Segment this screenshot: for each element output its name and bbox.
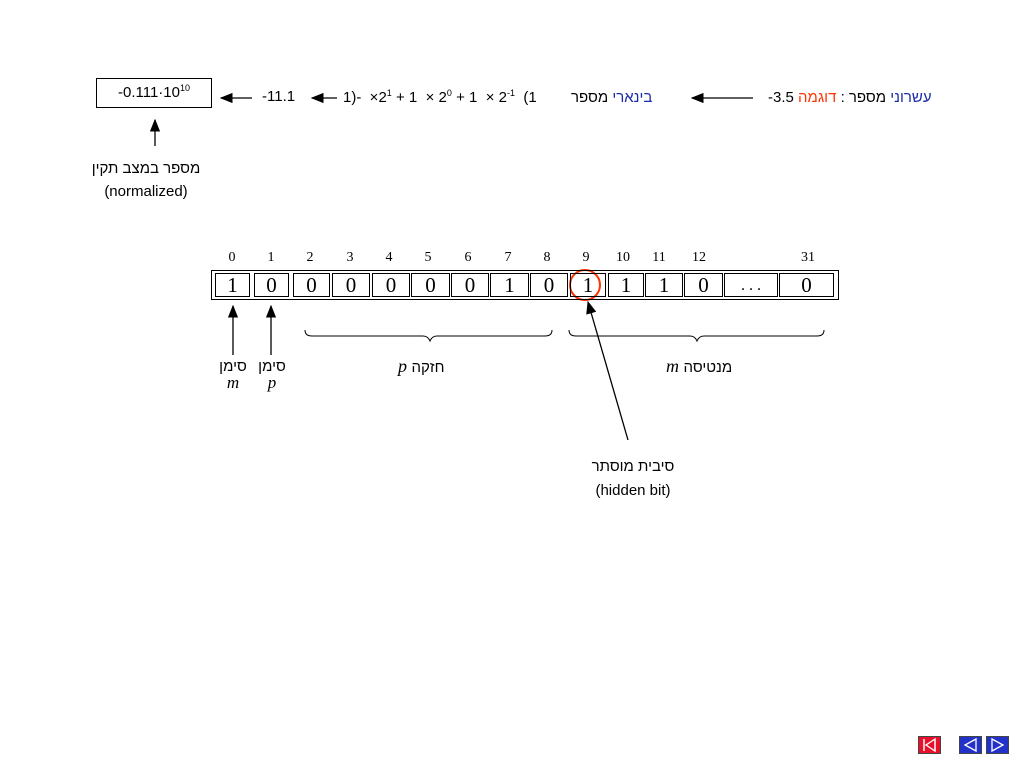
bit-cell-mantissa: 1 — [608, 273, 644, 297]
example-label: דוגמה — [798, 89, 837, 106]
bit-index: 31 — [801, 250, 815, 265]
label-exponent-he: חזקה — [411, 359, 445, 376]
hidden-bit-caption-en: (hidden bit) — [595, 482, 671, 499]
bit-cell-mantissa: 1 — [645, 273, 683, 297]
bit-index: 3 — [346, 250, 354, 265]
bit-cell-exponent: 1 — [490, 273, 529, 297]
label-sign-p-var: p — [267, 373, 277, 392]
bit-index: 10 — [616, 250, 630, 265]
bit-index: 6 — [464, 250, 472, 265]
bit-index: 5 — [424, 250, 432, 265]
expansion-exp3: 1 — [386, 88, 392, 98]
normalized-exp: 10 — [179, 83, 190, 93]
nav-next-button[interactable] — [986, 736, 1009, 754]
bit-cell-sign-m: 1 — [215, 273, 250, 297]
normalized-caption-en: (normalized) — [104, 183, 188, 200]
expansion-close: 1)- — [343, 89, 362, 106]
exponent-brace — [304, 329, 553, 343]
bit-cell-exponent: 0 — [411, 273, 450, 297]
mantissa-brace — [568, 329, 825, 343]
label-sign-p: סימן p — [254, 358, 290, 391]
expansion-exp2: 0 — [446, 88, 452, 98]
bit-cell-exponent: 0 — [372, 273, 410, 297]
label-mantissa: m מנטיסה — [666, 356, 732, 377]
expansion-term2: 2 — [438, 89, 447, 106]
decimal-value: -3.5 — [768, 89, 794, 106]
decimal-prefix: מספר — [848, 89, 887, 106]
binary-expansion: 1)- ×21 + 1 × 20 + 1 × 2-1 (1 — [343, 88, 537, 107]
bit-index: 8 — [543, 250, 551, 265]
label-mantissa-var: m — [666, 356, 679, 376]
binary-prefix: מספר — [571, 89, 609, 106]
bit-cell-exponent: 0 — [293, 273, 330, 297]
bit-index: 7 — [504, 250, 512, 265]
bit-index: 9 — [582, 250, 590, 265]
label-mantissa-he: מנטיסה — [683, 359, 733, 376]
normalized-box: -0.111·1010 — [96, 78, 212, 108]
prev-slide-icon — [963, 737, 977, 753]
label-sign-m-he: סימן — [219, 358, 247, 375]
nav-first-button[interactable] — [918, 736, 941, 754]
bit-register: 1 0 0 0 0 0 0 1 0 1 1 1 0 . . . 0 — [211, 270, 839, 300]
bit-index: 12 — [692, 250, 706, 265]
nav-prev-button[interactable] — [959, 736, 982, 754]
bit-index: 1 — [267, 250, 275, 265]
expansion-term3: 2 — [378, 89, 387, 106]
label-sign-p-he: סימן — [258, 358, 286, 375]
normalized-mantissa: -0.111·10 — [117, 84, 180, 101]
arrow-hidden-bit — [586, 300, 629, 441]
example-label-group: -3.5 עשרוני מספר : דוגמה — [768, 89, 932, 106]
bit-cell-sign-p: 0 — [254, 273, 289, 297]
example-colon: : — [840, 89, 845, 106]
label-sign-m-var: m — [226, 373, 240, 392]
label-sign-m: סימן m — [216, 358, 250, 391]
bit-index: 4 — [385, 250, 393, 265]
bit-cell-exponent: 0 — [530, 273, 568, 297]
normalized-caption-he: מספר במצב תקין — [91, 160, 201, 177]
binary-value: -11.1 — [262, 88, 296, 105]
bit-cell-exponent: 0 — [332, 273, 370, 297]
bit-cell-hidden-bit: 1 — [570, 273, 606, 297]
expansion-term1: 2 — [498, 89, 507, 106]
hidden-bit-caption-he: סיבית מוסתר — [591, 458, 675, 475]
binary-label-group: בינארי מספר — [571, 89, 652, 106]
expansion-plus2: + 1 — [395, 89, 418, 106]
bit-index: 11 — [652, 250, 666, 265]
next-slide-icon — [991, 737, 1005, 753]
first-slide-icon — [923, 737, 936, 753]
bit-cell-exponent: 0 — [451, 273, 489, 297]
bit-cell-mantissa: 0 — [684, 273, 723, 297]
label-exponent-var: p — [398, 356, 407, 376]
label-exponent: p חזקה — [398, 356, 445, 377]
expansion-plus1: + 1 — [456, 89, 478, 106]
decimal-word: עשרוני — [890, 89, 932, 106]
bit-index: 0 — [228, 250, 236, 265]
bit-cell-ellipsis: . . . — [724, 273, 778, 297]
expansion-open: (1 — [523, 89, 537, 106]
bit-cell-mantissa-last: 0 — [779, 273, 834, 297]
binary-word: בינארי — [612, 89, 653, 106]
bit-index: 2 — [306, 250, 314, 265]
expansion-exp1: -1 — [506, 88, 515, 98]
